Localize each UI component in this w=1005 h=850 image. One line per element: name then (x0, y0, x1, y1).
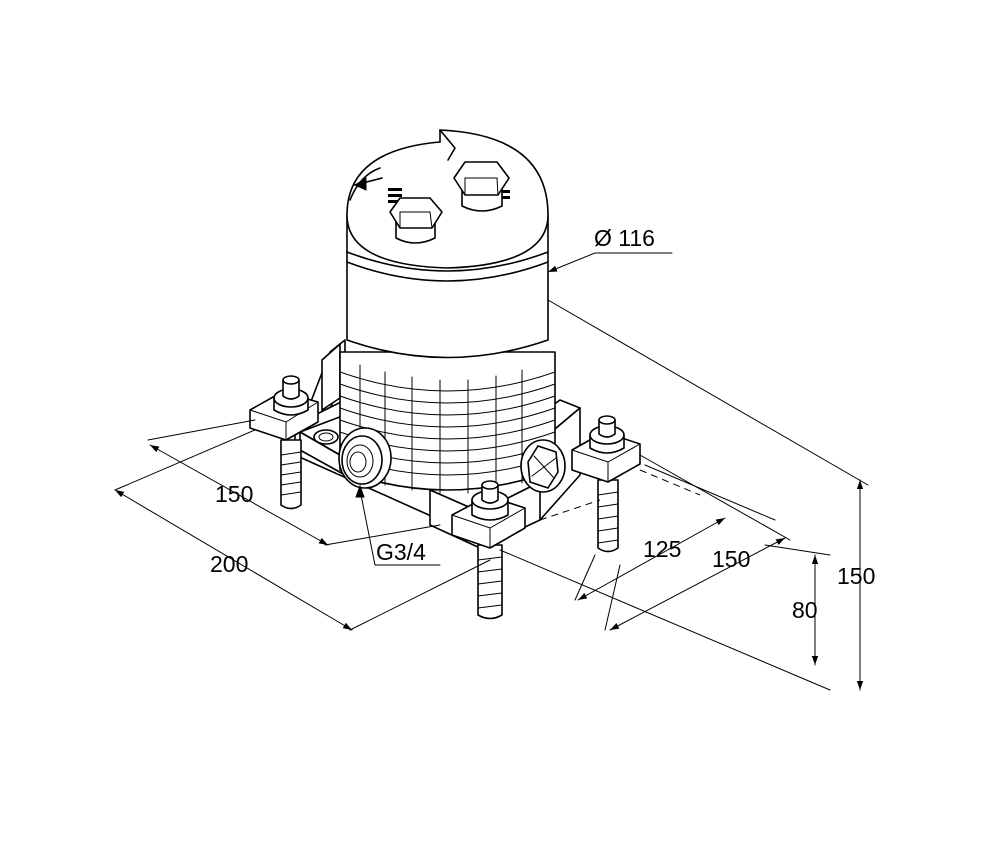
dim-depth-125-label: 125 (643, 536, 681, 562)
g34-outlet-fitting (338, 427, 392, 489)
dim-thread-label: G3/4 (376, 539, 426, 565)
dim-height-150-label: 150 (837, 563, 875, 589)
threaded-rod-front (451, 480, 526, 620)
dim-width-150-label: 150 (215, 481, 253, 507)
dimension-lines (114, 252, 869, 691)
dim-depth-150-label: 150 (712, 546, 750, 572)
dim-diameter-label: Ø 116 (594, 225, 655, 251)
side-outlet-fitting (520, 439, 566, 493)
hex-plug-left (389, 197, 443, 244)
cap-marks (388, 188, 510, 203)
dim-height-80-label: 80 (792, 597, 818, 623)
dimension-labels: Ø 116 G3/4 150 200 125 150 80 150 (210, 225, 875, 623)
dim-width-200-label: 200 (210, 551, 248, 577)
cylinder-body (339, 129, 556, 494)
hex-plug-right (453, 161, 510, 212)
threaded-rod-back-right (571, 415, 641, 553)
